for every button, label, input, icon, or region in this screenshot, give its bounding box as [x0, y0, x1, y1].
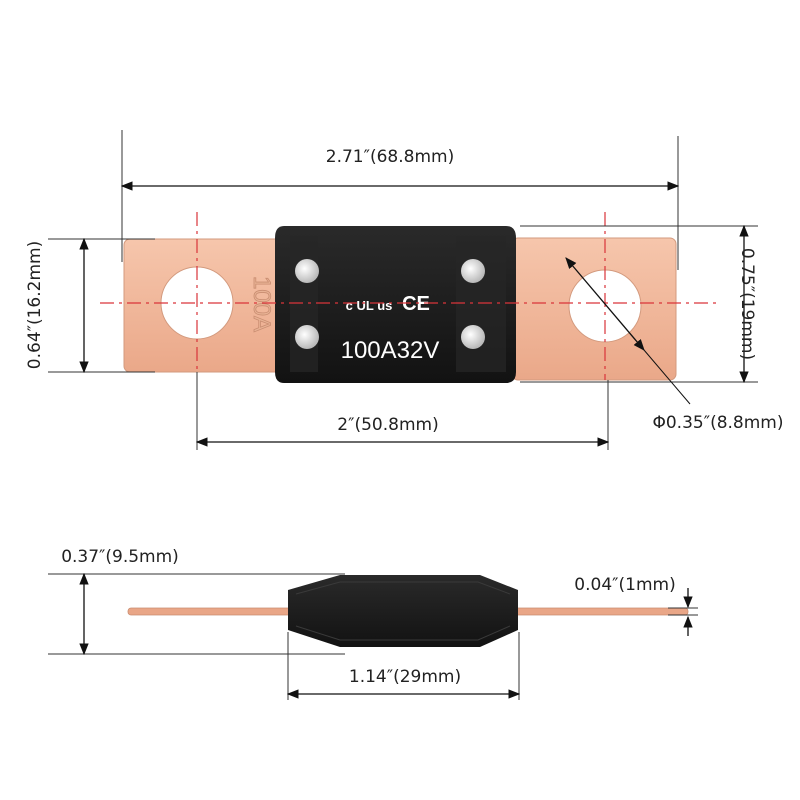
terminal-width-label: 0.75″(19mm) — [737, 248, 757, 360]
fuse-rating-label: 100A32V — [341, 337, 440, 364]
overall-length-label: 2.71″(68.8mm) — [326, 147, 454, 167]
body-length-label: 1.14″(29mm) — [349, 667, 461, 687]
body-thickness-dimension: 0.37″(9.5mm) — [61, 547, 179, 656]
extension-lines — [48, 130, 758, 450]
fuse-side-view — [127, 575, 689, 647]
hole-diameter-label: Φ0.35″(8.8mm) — [652, 413, 783, 433]
terminal-width-dimension: 0.75″(19mm) — [737, 224, 757, 384]
terminal-thickness-dimension: 0.04″(1mm) — [574, 575, 693, 636]
ul-certification-mark: c UL us — [346, 298, 393, 313]
hole-spacing-dimension: 2″(50.8mm) — [195, 415, 610, 447]
fuse-body — [275, 226, 516, 383]
embossed-rating: 100A — [248, 276, 275, 332]
side-extension-lines — [48, 573, 698, 700]
terminal-thickness-label: 0.04″(1mm) — [574, 575, 675, 595]
body-length-dimension: 1.14″(29mm) — [286, 667, 521, 699]
side-fuse-body — [288, 575, 518, 647]
fuse-top-view: 100A c UL us CE 100A32V — [123, 226, 677, 383]
hole-diameter-dimension: Φ0.35″(8.8mm) — [565, 257, 784, 433]
body-height-label: 0.64″(16.2mm) — [25, 241, 45, 369]
overall-length-dimension: 2.71″(68.8mm) — [120, 147, 680, 191]
hole-spacing-label: 2″(50.8mm) — [337, 415, 438, 435]
rivet-top-right — [461, 259, 485, 283]
ce-certification-mark: CE — [402, 293, 430, 315]
body-height-dimension: 0.64″(16.2mm) — [25, 237, 89, 374]
rivet-bottom-left — [295, 325, 319, 349]
rivet-bottom-right — [461, 325, 485, 349]
body-thickness-label: 0.37″(9.5mm) — [61, 547, 179, 567]
rivet-top-left — [295, 259, 319, 283]
